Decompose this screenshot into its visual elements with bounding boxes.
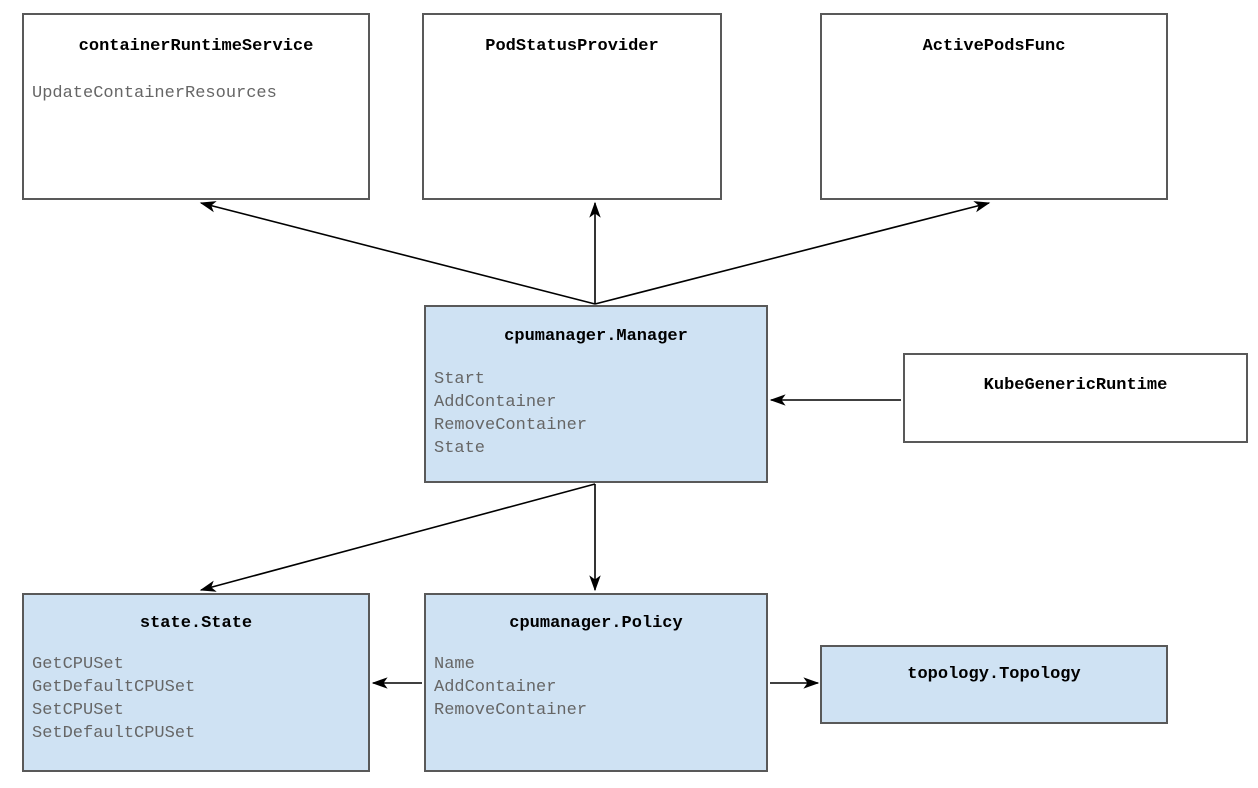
node-title: PodStatusProvider [485, 37, 659, 56]
node-member: AddContainer [434, 393, 557, 412]
node-member: Start [434, 370, 486, 389]
node-member: SetDefaultCPUSet [32, 724, 196, 743]
node-member: RemoveContainer [434, 416, 588, 435]
node-member-list: UpdateContainerResources [24, 82, 368, 105]
node-title: topology.Topology [907, 665, 1081, 684]
node-title: cpumanager.Manager [504, 327, 688, 346]
node-member: GetCPUSet [32, 655, 124, 674]
node-member-list: GetCPUSet GetDefaultCPUSet SetCPUSet Set… [24, 653, 368, 745]
node-kube-generic-runtime[interactable]: KubeGenericRuntime [903, 353, 1248, 443]
node-member: UpdateContainerResources [32, 84, 277, 103]
node-member: RemoveContainer [434, 701, 588, 720]
node-title: containerRuntimeService [78, 37, 314, 56]
node-member: Name [434, 655, 475, 674]
node-member: State [434, 439, 486, 458]
edge-manager-to-container-runtime-service [199, 201, 596, 305]
edge-manager-to-active-pods-func [594, 201, 991, 305]
node-title: state.State [139, 614, 253, 633]
node-state-state[interactable]: state.State GetCPUSet GetDefaultCPUSet S… [22, 593, 370, 772]
node-topology-topology[interactable]: topology.Topology [820, 645, 1168, 724]
node-member-list: Start AddContainer RemoveContainer State [426, 368, 766, 460]
node-member: SetCPUSet [32, 701, 124, 720]
edge-manager-to-state-state [199, 483, 596, 592]
node-container-runtime-service[interactable]: containerRuntimeService UpdateContainerR… [22, 13, 370, 200]
node-member: AddContainer [434, 678, 557, 697]
node-title: cpumanager.Policy [509, 614, 683, 633]
node-cpumanager-policy[interactable]: cpumanager.Policy Name AddContainer Remo… [424, 593, 768, 772]
node-title: KubeGenericRuntime [983, 376, 1168, 395]
node-active-pods-func[interactable]: ActivePodsFunc [820, 13, 1168, 200]
node-title: ActivePodsFunc [922, 37, 1066, 56]
node-member: GetDefaultCPUSet [32, 678, 196, 697]
node-cpumanager-manager[interactable]: cpumanager.Manager Start AddContainer Re… [424, 305, 768, 483]
node-pod-status-provider[interactable]: PodStatusProvider [422, 13, 722, 200]
node-member-list: Name AddContainer RemoveContainer [426, 653, 766, 722]
